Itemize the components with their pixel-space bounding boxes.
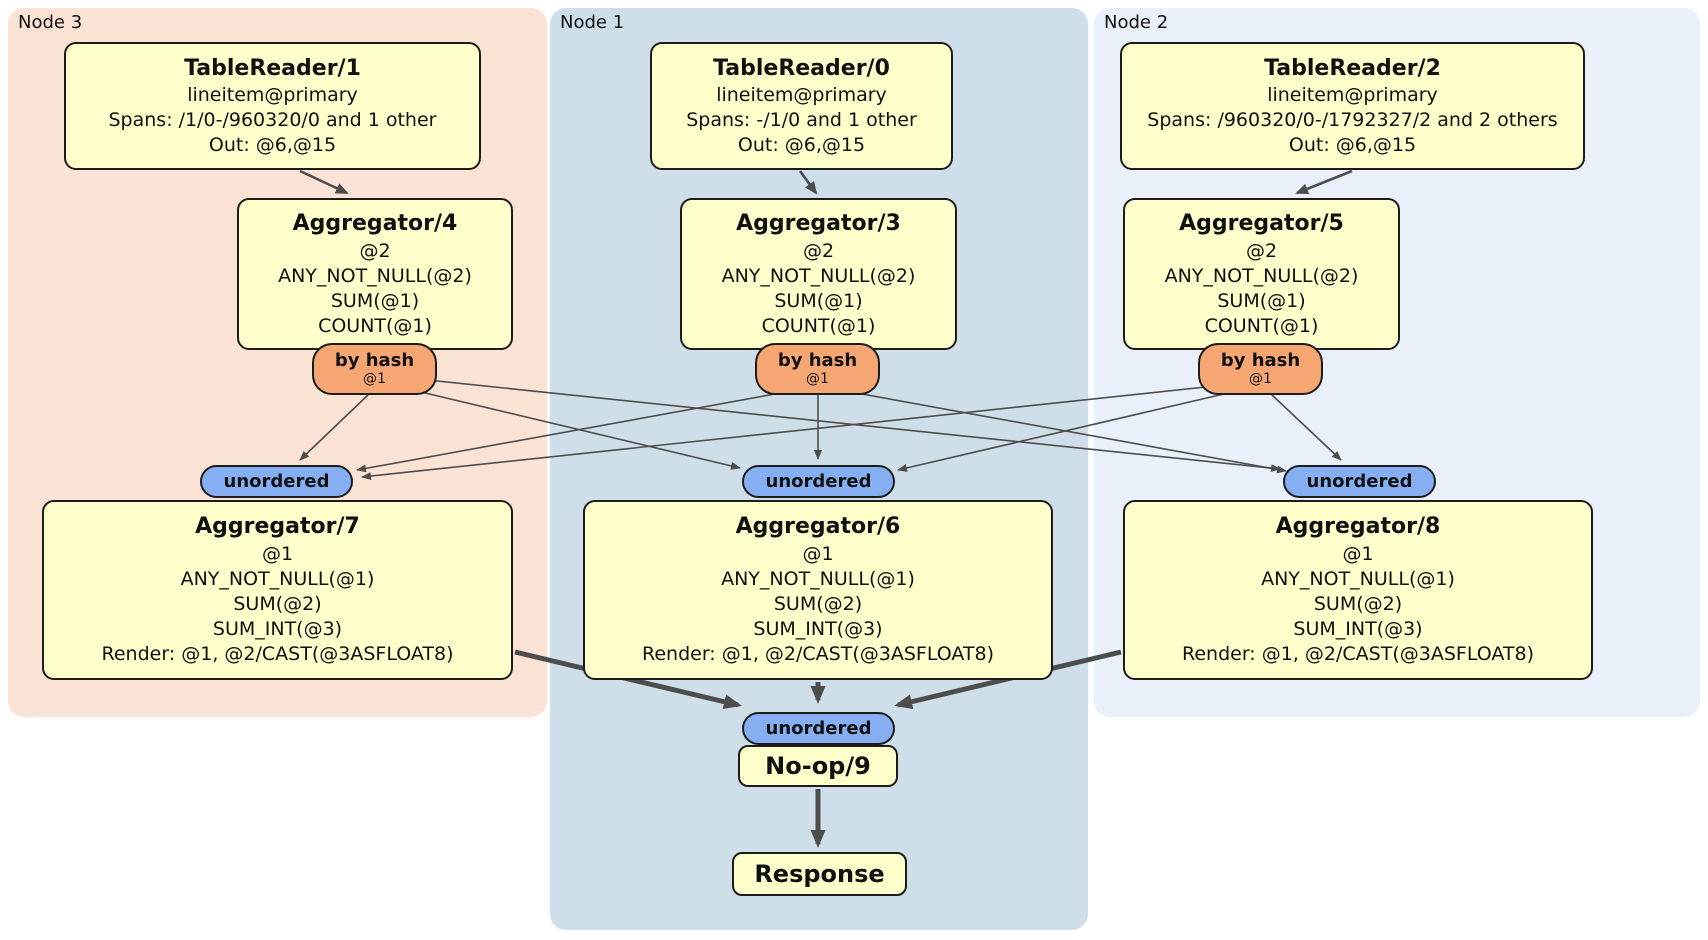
processor-detail-line: @2 <box>1245 239 1278 262</box>
processor-aggregator-5: Aggregator/5 @2 ANY_NOT_NULL(@2) SUM(@1)… <box>1123 198 1400 350</box>
processor-detail-line: lineitem@primary <box>1267 84 1438 107</box>
processor-noop-9: No-op/9 <box>738 745 898 787</box>
processor-detail-line: Out: @6,@15 <box>208 134 337 157</box>
processor-title: Aggregator/8 <box>1275 514 1441 540</box>
processor-tablereader-2: TableReader/2 lineitem@primary Spans: /9… <box>1120 42 1585 170</box>
processor-detail-line: @2 <box>359 239 391 262</box>
router-detail: @1 <box>806 370 829 387</box>
processor-detail-line: SUM(@1) <box>330 289 420 312</box>
edge-hash5-sync7 <box>361 382 1244 481</box>
router-detail: @1 <box>1249 370 1272 387</box>
processor-detail-line: @1 <box>261 543 294 566</box>
processor-title: Response <box>754 860 885 888</box>
processor-detail-line: SUM_INT(@3) <box>1293 618 1423 641</box>
processor-aggregator-8: Aggregator/8 @1 ANY_NOT_NULL(@1) SUM(@2)… <box>1123 500 1593 680</box>
router-by-hash-4: by hash @1 <box>312 343 437 395</box>
processor-detail-line: Spans: -/1/0 and 1 other <box>686 109 917 132</box>
processor-title: TableReader/1 <box>184 55 361 81</box>
processor-detail-line: ANY_NOT_NULL(@1) <box>721 568 915 591</box>
sync-unordered-left: unordered <box>200 465 353 498</box>
router-label: by hash <box>334 349 415 371</box>
edge-tr2-agg5 <box>1295 169 1353 195</box>
processor-tablereader-1: TableReader/1 lineitem@primary Spans: /1… <box>64 42 481 170</box>
processor-detail-line: lineitem@primary <box>716 84 887 107</box>
edge-hash4-sync6 <box>399 386 741 470</box>
edge-tr1-agg4 <box>299 169 349 195</box>
processor-detail-line: Out: @6,@15 <box>1288 134 1417 157</box>
processor-title: Aggregator/5 <box>1179 211 1344 236</box>
edge-hash5-sync8 <box>1271 394 1342 461</box>
processor-detail-line: SUM(@2) <box>1313 593 1403 616</box>
processor-detail-line: SUM(@2) <box>773 593 863 616</box>
processor-detail-line: Render: @1, @2/CAST(@3ASFLOAT8) <box>101 643 454 666</box>
region-label-node2: Node 2 <box>1104 12 1169 33</box>
processor-detail-line: SUM_INT(@3) <box>753 618 883 641</box>
processor-detail-line: @1 <box>802 543 834 566</box>
edge-tr0-agg3 <box>798 170 818 195</box>
processor-title: No-op/9 <box>765 752 871 780</box>
processor-detail-line: SUM_INT(@3) <box>212 618 343 641</box>
processor-detail-line: ANY_NOT_NULL(@2) <box>278 264 472 287</box>
processor-detail-line: Spans: /1/0-/960320/0 and 1 other <box>108 109 437 132</box>
processor-detail-line: Spans: /960320/0-/1792327/2 and 2 others <box>1147 109 1558 132</box>
processor-detail-line: ANY_NOT_NULL(@1) <box>1261 568 1455 591</box>
region-label-node3: Node 3 <box>18 12 83 33</box>
processor-title: TableReader/2 <box>1264 55 1441 81</box>
router-by-hash-5: by hash @1 <box>1198 343 1323 395</box>
processor-title: Aggregator/3 <box>736 211 901 236</box>
sync-unordered-middle: unordered <box>742 465 895 498</box>
processor-title: Aggregator/7 <box>195 514 360 540</box>
processor-detail-line: @1 <box>1342 543 1374 566</box>
router-by-hash-3: by hash @1 <box>755 343 880 395</box>
processor-detail-line: Out: @6,@15 <box>737 134 866 157</box>
processor-aggregator-7: Aggregator/7 @1 ANY_NOT_NULL(@1) SUM(@2)… <box>42 500 513 680</box>
edge-hash5-sync6 <box>897 389 1242 472</box>
edge-hash3-sync7 <box>356 389 798 473</box>
processor-detail-line: COUNT(@1) <box>318 314 432 337</box>
processor-aggregator-4: Aggregator/4 @2 ANY_NOT_NULL(@2) SUM(@1)… <box>237 198 513 350</box>
processor-detail-line: ANY_NOT_NULL(@2) <box>1164 264 1359 287</box>
region-label-node1: Node 1 <box>560 12 625 33</box>
edge-hash4-sync7 <box>299 394 369 461</box>
processor-title: Aggregator/4 <box>292 211 458 236</box>
edge-hash4-sync8 <box>417 378 1281 473</box>
processor-detail-line: ANY_NOT_NULL(@1) <box>180 568 375 591</box>
processor-title: TableReader/0 <box>713 55 890 81</box>
processor-aggregator-3: Aggregator/3 @2 ANY_NOT_NULL(@2) SUM(@1)… <box>680 198 957 350</box>
sync-unordered-right: unordered <box>1283 465 1436 498</box>
processor-detail-line: Render: @1, @2/CAST(@3ASFLOAT8) <box>642 643 994 666</box>
processor-detail-line: lineitem@primary <box>187 84 358 107</box>
processor-aggregator-6: Aggregator/6 @1 ANY_NOT_NULL(@1) SUM(@2)… <box>583 500 1053 680</box>
router-detail: @1 <box>363 370 386 387</box>
edge-hash3-sync8 <box>839 389 1287 474</box>
processor-response: Response <box>732 852 907 896</box>
processor-tablereader-0: TableReader/0 lineitem@primary Spans: -/… <box>650 42 953 170</box>
processor-detail-line: Render: @1, @2/CAST(@3ASFLOAT8) <box>1182 643 1534 666</box>
processor-detail-line: @2 <box>802 239 835 262</box>
processor-detail-line: ANY_NOT_NULL(@2) <box>721 264 916 287</box>
processor-detail-line: SUM(@1) <box>1217 289 1306 312</box>
processor-detail-line: SUM(@1) <box>774 289 863 312</box>
processor-detail-line: COUNT(@1) <box>761 314 876 337</box>
router-label: by hash <box>777 349 858 371</box>
router-label: by hash <box>1220 349 1301 371</box>
processor-detail-line: COUNT(@1) <box>1204 314 1319 337</box>
processor-title: Aggregator/6 <box>735 514 901 540</box>
processor-detail-line: SUM(@2) <box>233 593 322 616</box>
sync-unordered-final: unordered <box>742 712 895 745</box>
